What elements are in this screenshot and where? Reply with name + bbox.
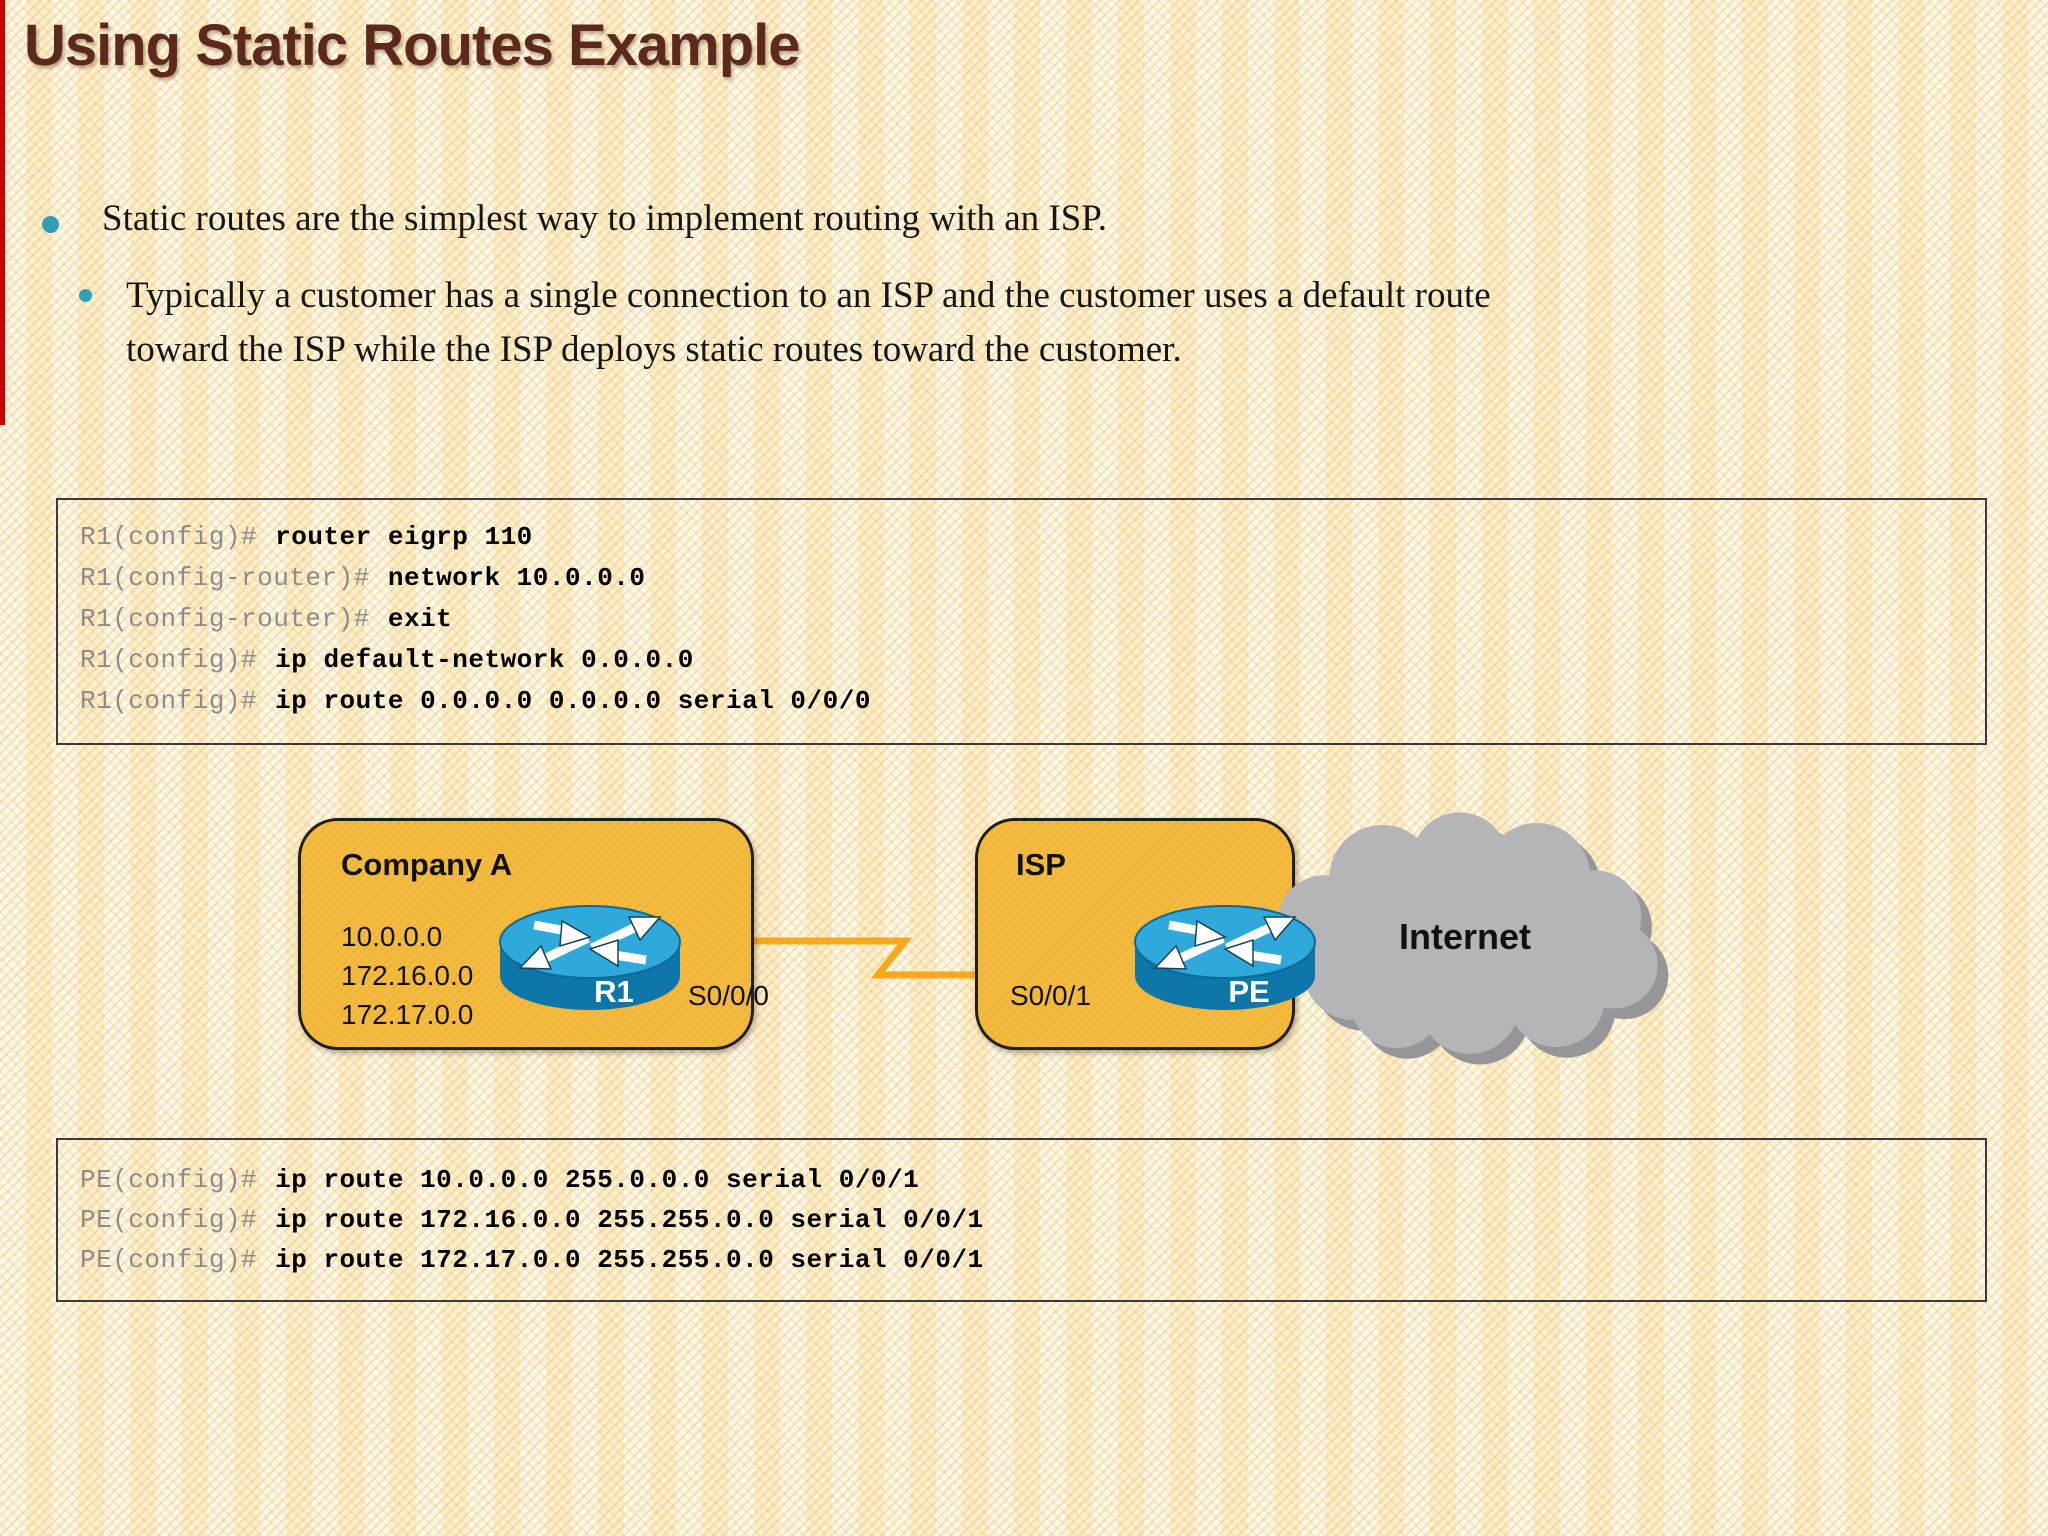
left-accent-bar [0, 0, 5, 425]
code-line: R1(config)# ip default-network 0.0.0.0 [80, 640, 1963, 681]
bullet-text-level1: Static routes are the simplest way to im… [102, 198, 1108, 239]
page-title: Using Static Routes Example [24, 13, 801, 78]
code-prompt: PE(config)# [80, 1165, 258, 1195]
bullet-text-level2-line1: Typically a customer has a single connec… [126, 275, 1491, 316]
network-address: 172.17.0.0 [341, 999, 474, 1030]
code-prompt: PE(config)# [80, 1205, 258, 1235]
code-command: ip route 0.0.0.0 0.0.0.0 serial 0/0/0 [275, 686, 871, 716]
r1-config-code-block: R1(config)# router eigrp 110 R1(config-ro… [56, 498, 1987, 745]
code-command: router eigrp 110 [275, 522, 533, 552]
sub-bullet-dot [79, 289, 92, 302]
code-line: PE(config)# ip route 172.17.0.0 255.255.0… [80, 1240, 1963, 1280]
code-line: R1(config)# router eigrp 110 [80, 517, 1963, 558]
code-line: R1(config)# ip route 0.0.0.0 0.0.0.0 seri… [80, 681, 1963, 722]
pe-router-label: PE [1228, 974, 1269, 1009]
code-line: R1(config-router)# exit [80, 599, 1963, 640]
interface-label-s001: S0/0/1 [1010, 980, 1091, 1011]
r1-router-icon: R1 [499, 905, 681, 1010]
pe-config-code-block: PE(config)# ip route 10.0.0.0 255.0.0.0 s… [56, 1138, 1987, 1302]
code-command: ip route 172.16.0.0 255.255.0.0 serial 0… [275, 1205, 984, 1235]
code-prompt: R1(config-router)# [80, 563, 370, 593]
r1-router-label: R1 [594, 974, 634, 1009]
code-prompt: R1(config)# [80, 686, 258, 716]
code-line: PE(config)# ip route 172.16.0.0 255.255.0… [80, 1200, 1963, 1240]
interface-label-s000: S0/0/0 [688, 980, 769, 1011]
network-address: 172.16.0.0 [341, 960, 474, 991]
code-prompt: R1(config-router)# [80, 604, 370, 634]
company-a-networks: 10.0.0.0 172.16.0.0 172.17.0.0 [341, 917, 473, 1034]
internet-cloud-icon [1278, 812, 1669, 1065]
bullet-dot [42, 216, 59, 233]
pe-router-icon: PE [1134, 905, 1316, 1010]
bullet-text-level2-line2: toward the ISP while the ISP deploys sta… [126, 329, 1182, 370]
bullet-text-level2: Typically a customer has a single connec… [126, 269, 1491, 377]
code-prompt: R1(config)# [80, 645, 258, 675]
company-a-label: Company A [341, 847, 513, 882]
code-command: ip default-network 0.0.0.0 [275, 645, 694, 675]
internet-label: Internet [1398, 916, 1531, 957]
code-command: ip route 172.17.0.0 255.255.0.0 serial 0… [275, 1245, 984, 1275]
code-command: network 10.0.0.0 [387, 563, 646, 593]
code-prompt: R1(config)# [80, 522, 258, 552]
isp-label: ISP [1016, 847, 1066, 882]
code-command: ip route 10.0.0.0 255.0.0.0 serial 0/0/1 [275, 1165, 920, 1195]
code-line: R1(config-router)# network 10.0.0.0 [80, 558, 1963, 599]
code-line: PE(config)# ip route 10.0.0.0 255.0.0.0 s… [80, 1160, 1963, 1200]
network-address: 10.0.0.0 [341, 921, 443, 952]
code-prompt: PE(config)# [80, 1245, 258, 1275]
code-command: exit [387, 604, 453, 634]
